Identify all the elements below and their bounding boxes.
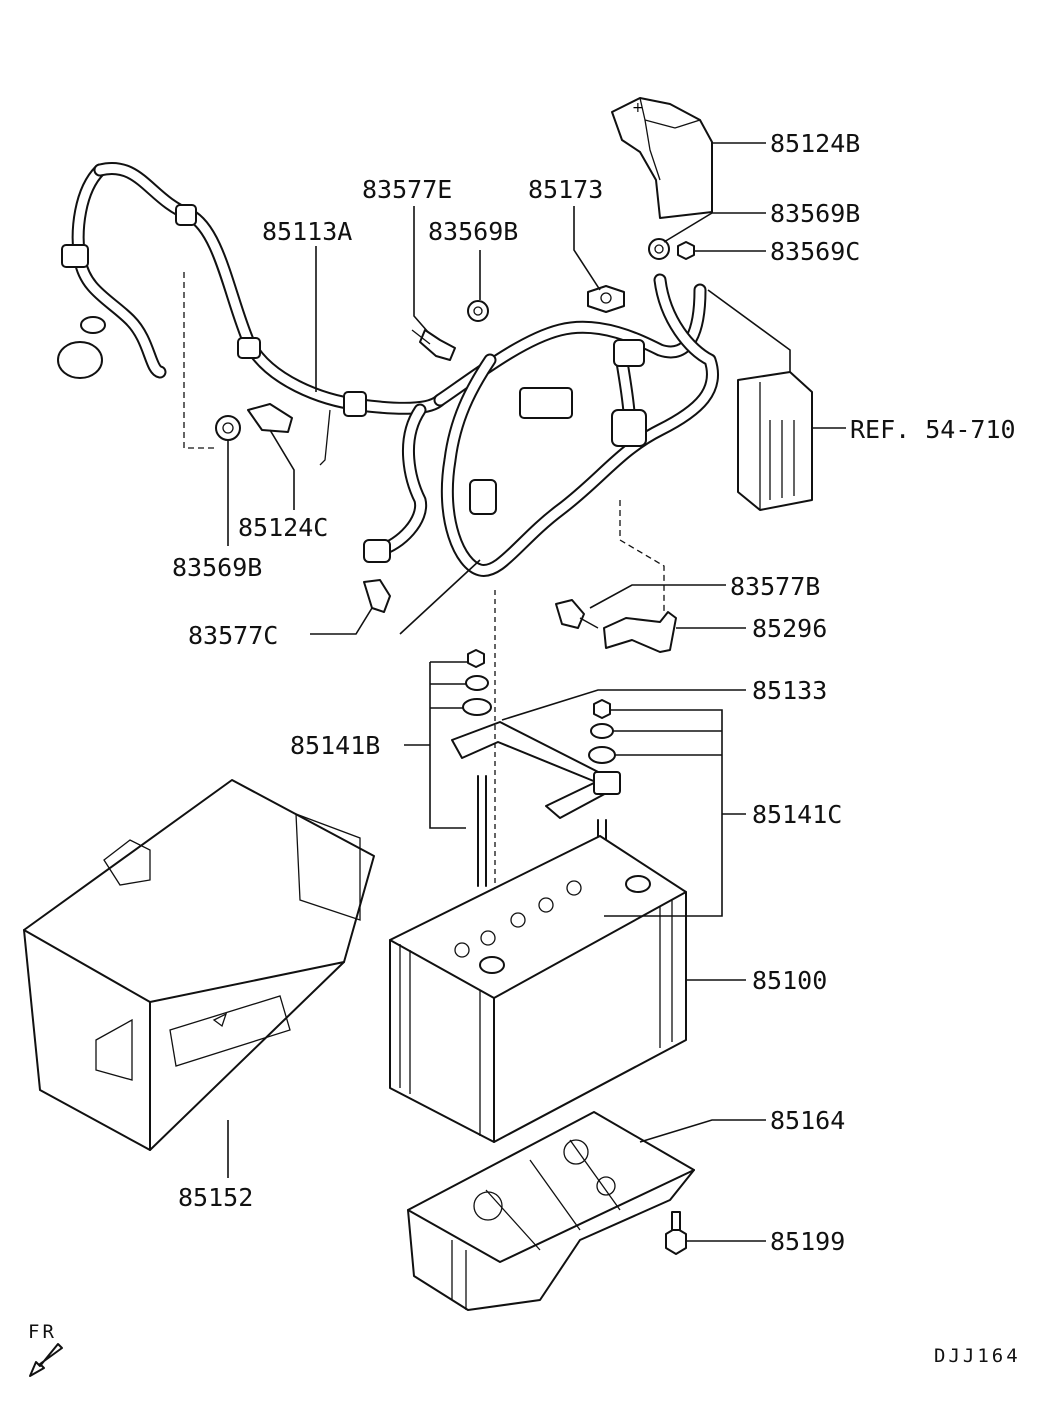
terminal-cover-illustration: + bbox=[611, 97, 713, 219]
diagram-code: DJJ164 bbox=[934, 1345, 1021, 1367]
label-83569B-left: 83569B bbox=[172, 553, 262, 582]
label-83577C: 83577C bbox=[188, 621, 278, 650]
label-85133: 85133 bbox=[752, 676, 827, 705]
svg-text:+: + bbox=[632, 100, 644, 116]
clip-85173-icon bbox=[587, 285, 625, 313]
label-85141B: 85141B bbox=[290, 731, 380, 760]
nut-stack-left-icons bbox=[462, 649, 492, 716]
label-83577E: 83577E bbox=[362, 175, 452, 204]
label-85164: 85164 bbox=[770, 1106, 845, 1135]
label-83569B-top: 83569B bbox=[770, 199, 860, 228]
bolt-83577b-icon bbox=[555, 599, 599, 629]
wire-harness-illustration bbox=[57, 162, 720, 577]
bolt-85199-icon bbox=[665, 1211, 687, 1255]
label-83577B: 83577B bbox=[730, 572, 820, 601]
battery-vent-caps bbox=[454, 880, 582, 958]
rod-left-illustration bbox=[477, 775, 487, 887]
label-85113A: 85113A bbox=[262, 217, 352, 246]
nut-83569b-mid-icon bbox=[467, 300, 489, 322]
relay-block-ref-illustration bbox=[737, 371, 813, 511]
label-85199: 85199 bbox=[770, 1227, 845, 1256]
nut-stack-right-icons bbox=[588, 699, 616, 764]
tray-bracket-85164-illustration bbox=[407, 1111, 695, 1311]
fr-arrow-icon bbox=[29, 1343, 63, 1377]
leader-lines bbox=[183, 142, 846, 1242]
battery-85100-illustration bbox=[389, 835, 687, 1143]
bolt-83577c-icon bbox=[363, 579, 391, 613]
battery-tray-85152-illustration bbox=[23, 779, 375, 1151]
bolt-83577e-icon bbox=[411, 329, 456, 361]
label-83569B-mid: 83569B bbox=[428, 217, 518, 246]
label-83569C: 83569C bbox=[770, 237, 860, 266]
fr-label: FR bbox=[28, 1321, 57, 1343]
label-85124B: 85124B bbox=[770, 129, 860, 158]
label-85124C: 85124C bbox=[238, 513, 328, 542]
label-ref-54-710: REF. 54-710 bbox=[850, 415, 1016, 444]
part-labels: 85124B 83569B 83569C 85173 83577E 83569B… bbox=[172, 129, 1016, 1256]
front-direction-marker: FR bbox=[28, 1321, 63, 1377]
clamp-85124c-icon bbox=[247, 403, 293, 433]
label-85100: 85100 bbox=[752, 966, 827, 995]
label-85152: 85152 bbox=[178, 1183, 253, 1212]
label-85141C: 85141C bbox=[752, 800, 842, 829]
nut-83569c-icon bbox=[677, 241, 695, 260]
label-85173: 85173 bbox=[528, 175, 603, 204]
bracket-85296-illustration bbox=[603, 611, 677, 653]
grommet-83569b-left-icon bbox=[215, 415, 241, 441]
hold-down-bracket-illustration bbox=[451, 721, 621, 819]
nut-83569b-top-icon bbox=[648, 238, 670, 260]
label-85296: 85296 bbox=[752, 614, 827, 643]
